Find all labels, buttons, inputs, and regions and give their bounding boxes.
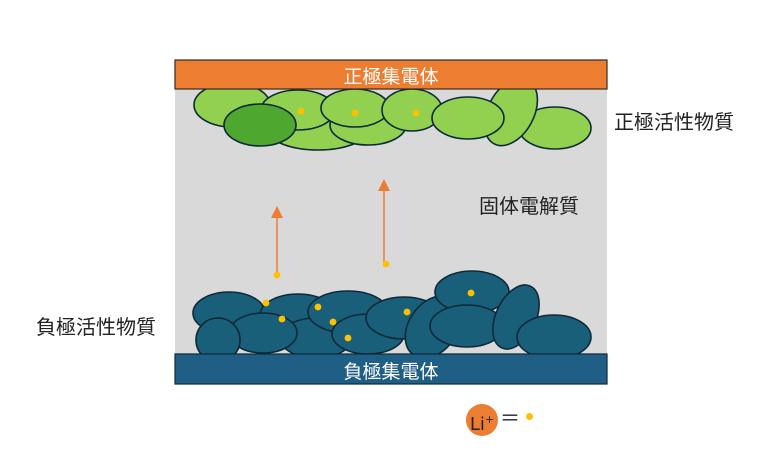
cathode-collector: [174, 59, 608, 90]
li-ion: [403, 308, 411, 316]
cathode-particle-dark: [223, 103, 297, 147]
legend-li-circle: Li+: [466, 404, 498, 436]
anode-particle: [516, 314, 592, 360]
anode-collector: [174, 353, 608, 385]
cathode-collector-label: 正極集電体: [343, 66, 439, 88]
li-ion: [351, 109, 359, 117]
li-ion: [329, 318, 337, 326]
electrolyte-label: 固体電解質: [479, 194, 579, 218]
legend-li-ion-dot: [526, 413, 533, 420]
cathode-particle: [431, 96, 505, 140]
li-ion: [382, 260, 390, 268]
lithium-ions: [262, 107, 475, 342]
li-ion: [412, 109, 420, 117]
cathode-active-label: 正極活性物質: [614, 110, 734, 134]
li-ion: [262, 299, 270, 307]
li-ion: [278, 315, 286, 323]
li-ion: [344, 334, 352, 342]
anode-collector-label: 負極集電体: [343, 361, 439, 383]
legend-equals: ＝: [500, 406, 520, 430]
anode-particles: [192, 270, 592, 363]
legend-li-text: Li: [469, 414, 485, 435]
li-ion: [273, 271, 281, 279]
cathode-particle: [320, 88, 390, 128]
li-ion: [467, 289, 475, 297]
anode-active-label: 負極活性物質: [36, 315, 156, 339]
li-ion: [314, 303, 322, 311]
legend-li-charge: +: [484, 413, 495, 426]
li-ion: [297, 107, 305, 115]
